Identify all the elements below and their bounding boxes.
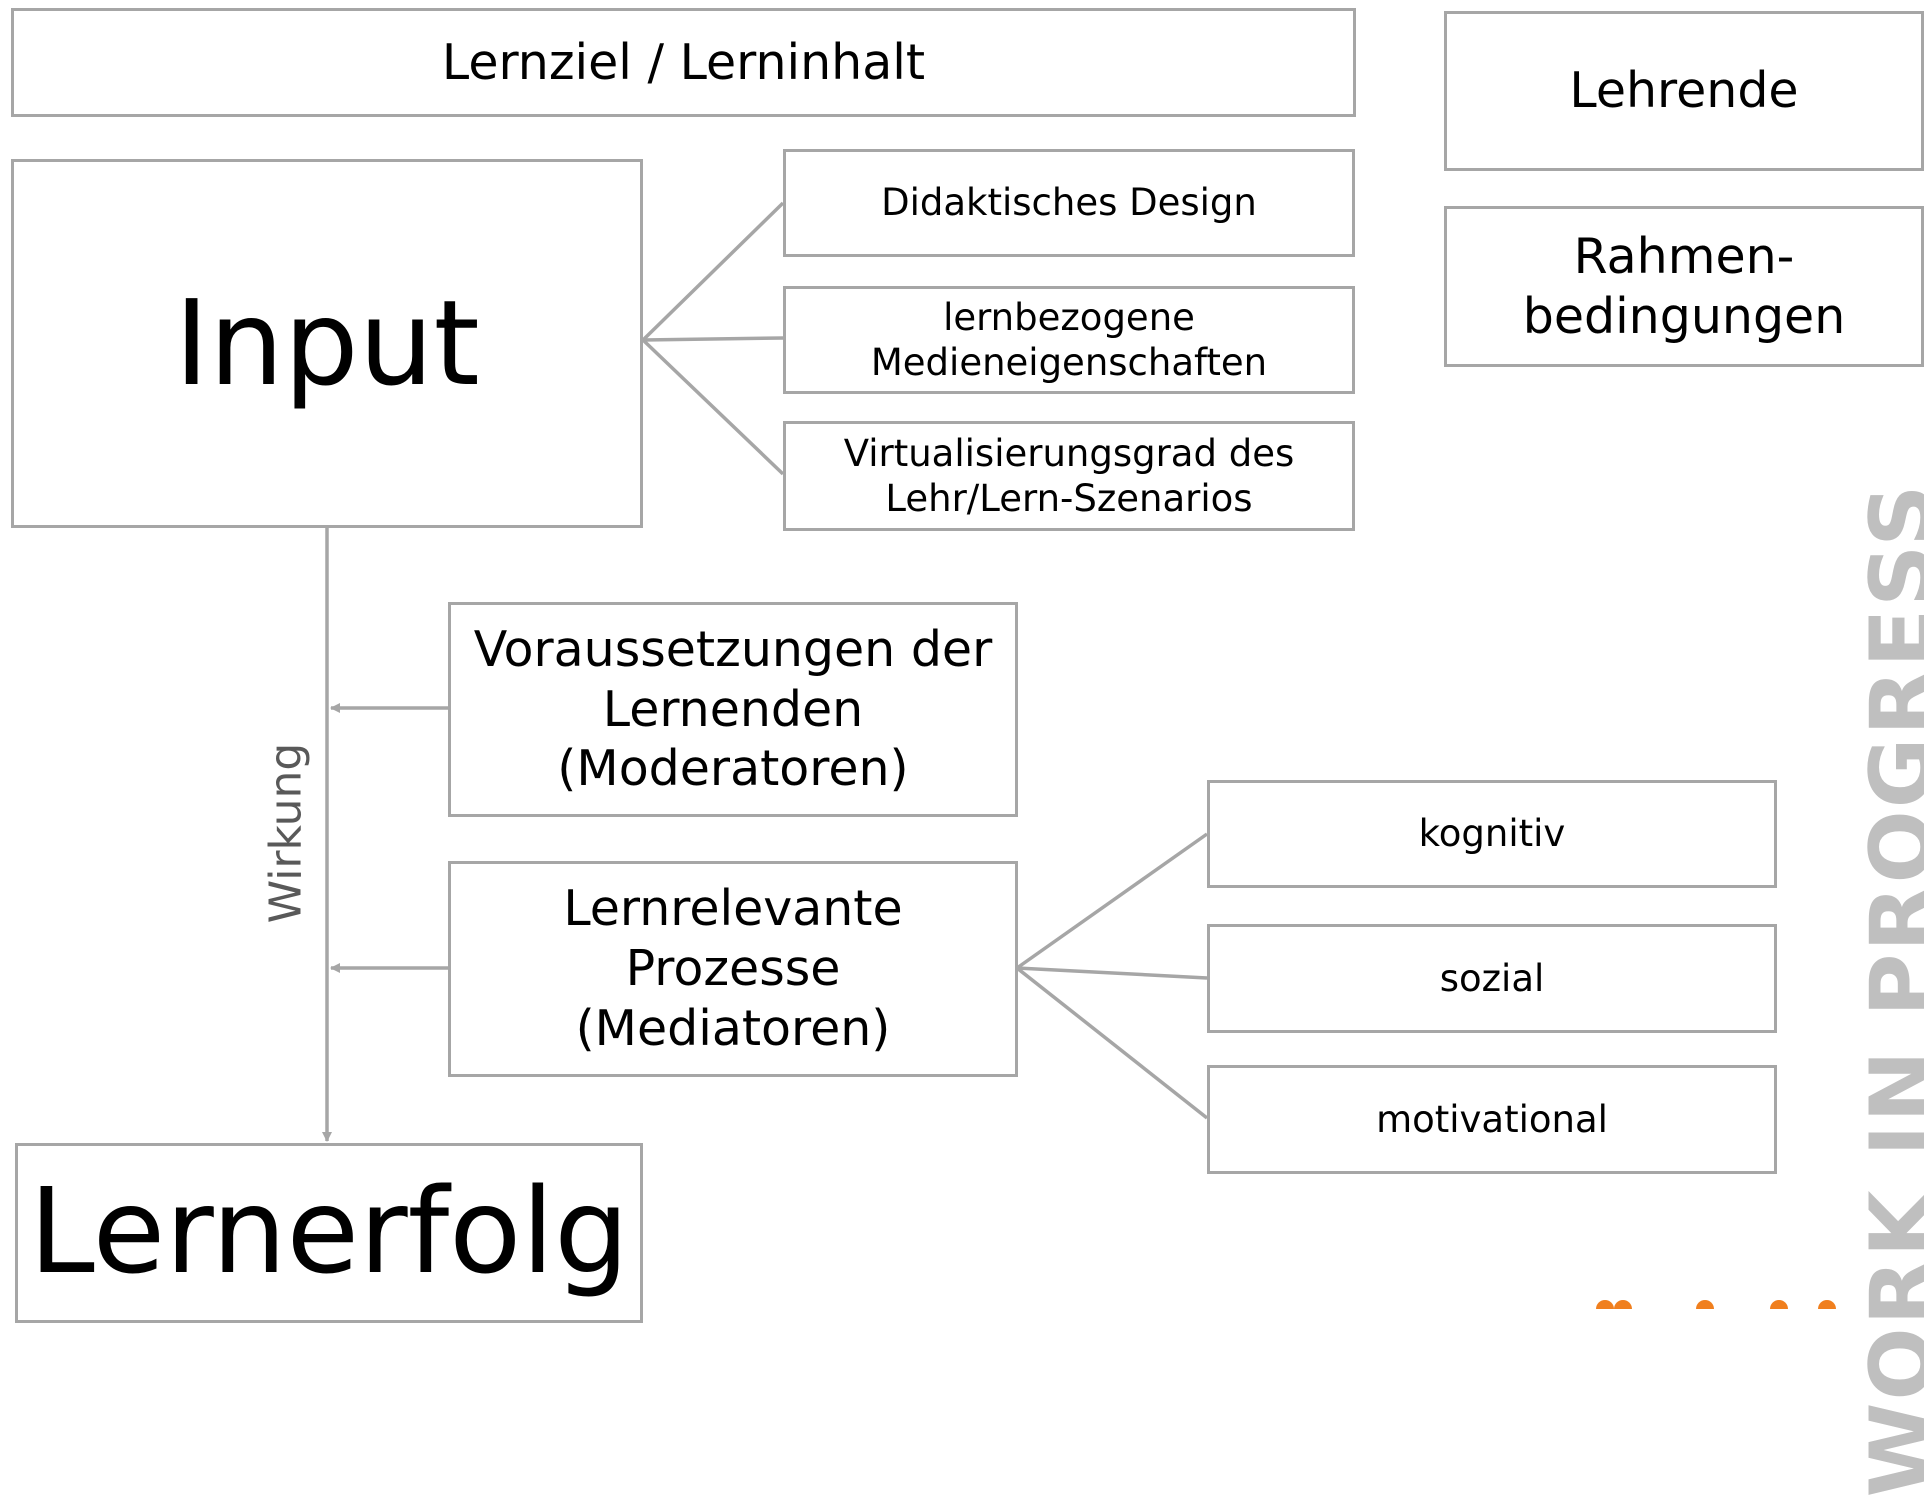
box-lernerfolg: Lernerfolg xyxy=(15,1143,643,1323)
box-input: Input xyxy=(11,159,643,528)
connector-input-medien xyxy=(642,336,784,342)
connector-prozesse-sozial xyxy=(1016,966,1208,980)
box-virtualisierungsgrad: Virtualisierungsgrad des Lehr/Lern-Szena… xyxy=(783,421,1355,531)
connector-input-didaktisch xyxy=(641,201,785,342)
connector-input-virtual xyxy=(641,338,785,476)
box-lernziel: Lernziel / Lerninhalt xyxy=(11,8,1356,117)
connector-layer xyxy=(322,201,1209,1142)
box-lernrelevante-prozesse: Lernrelevante Prozesse (Mediatoren) xyxy=(448,861,1018,1077)
box-voraussetzungen: Voraussetzungen der Lernenden (Moderator… xyxy=(448,602,1018,817)
box-motivational: motivational xyxy=(1207,1065,1777,1174)
box-rahmenbedingungen: Rahmen- bedingungen xyxy=(1444,206,1924,367)
watermark-work-in-progress: WORK IN PROGRESS xyxy=(1852,482,1924,1497)
logo-dots xyxy=(1596,1300,1836,1309)
box-sozial: sozial xyxy=(1207,924,1777,1033)
connector-prozesse-motivational xyxy=(1015,966,1209,1120)
box-didaktisches-design: Didaktisches Design xyxy=(783,149,1355,257)
box-kognitiv: kognitiv xyxy=(1207,780,1777,888)
connector-prozesse-kognitiv xyxy=(1015,832,1209,970)
box-medieneigenschaften: lernbezogene Medieneigenschaften xyxy=(783,286,1355,394)
label-wirkung: Wirkung xyxy=(260,742,312,924)
box-lehrende: Lehrende xyxy=(1444,11,1924,171)
